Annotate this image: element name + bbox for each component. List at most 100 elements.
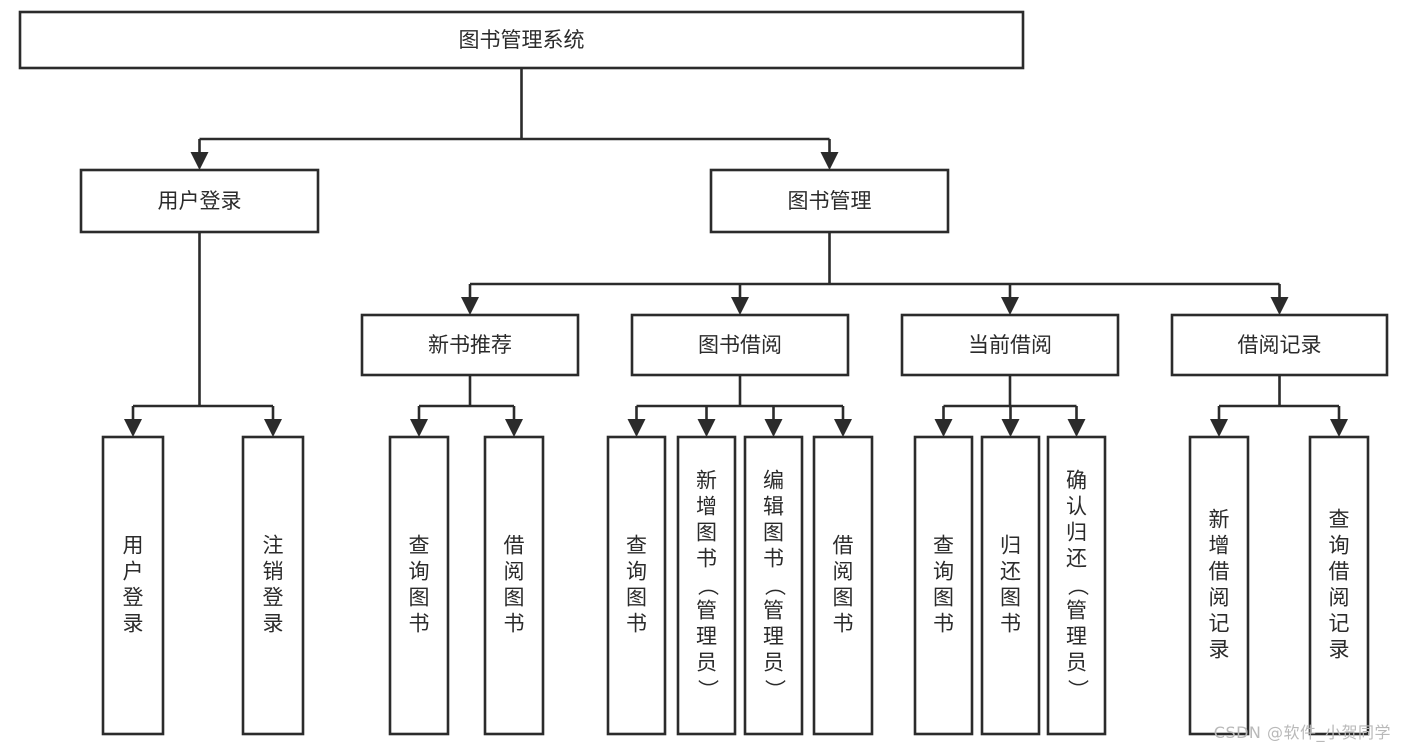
- node-label: 用户登录: [123, 534, 144, 636]
- node-rect: [360, 313, 580, 377]
- svg-text:员: 员: [696, 651, 717, 675]
- svg-text:书: 书: [626, 612, 647, 636]
- svg-text:记: 记: [1329, 612, 1350, 636]
- svg-text:图: 图: [1000, 586, 1021, 610]
- svg-text:阅: 阅: [1209, 586, 1230, 610]
- arrow-head-icon: [1330, 419, 1348, 437]
- svg-text:书: 书: [763, 547, 784, 571]
- edge-group-l2-book-borrow: [627, 375, 852, 437]
- node-rect: [1046, 435, 1107, 736]
- svg-text:（: （: [696, 575, 720, 596]
- node-rect: [1188, 435, 1250, 736]
- svg-text:书: 书: [504, 612, 525, 636]
- svg-text:图: 图: [696, 521, 717, 545]
- node-label: 图书管理: [788, 189, 872, 213]
- svg-text:还: 还: [1066, 547, 1087, 571]
- svg-text:管: 管: [1066, 599, 1087, 623]
- node-l2-borrow-record[interactable]: 借阅记录: [1170, 313, 1389, 377]
- svg-text:还: 还: [1000, 560, 1021, 584]
- arrow-head-icon: [834, 419, 852, 437]
- svg-text:询: 询: [933, 560, 954, 584]
- svg-text:阅: 阅: [833, 560, 854, 584]
- node-rect: [812, 435, 874, 736]
- svg-text:书: 书: [409, 612, 430, 636]
- node-rect: [606, 435, 667, 736]
- node-l2-new-book-rec[interactable]: 新书推荐: [360, 313, 580, 377]
- svg-text:书: 书: [833, 612, 854, 636]
- node-rect: [676, 435, 737, 736]
- edge-group-l1-book-manage: [461, 232, 1289, 315]
- arrow-head-icon: [627, 419, 646, 437]
- svg-text:（: （: [763, 575, 787, 596]
- svg-text:（: （: [1066, 575, 1090, 596]
- arrow-head-icon: [1067, 419, 1086, 437]
- svg-text:图: 图: [833, 586, 854, 610]
- svg-text:阅: 阅: [1329, 586, 1350, 610]
- node-rect: [1170, 313, 1389, 377]
- svg-text:借: 借: [504, 534, 525, 558]
- node-label: 借阅记录: [1238, 333, 1322, 357]
- svg-text:理: 理: [763, 625, 784, 649]
- svg-text:登: 登: [263, 586, 284, 610]
- node-l2-current-borrow[interactable]: 当前借阅: [900, 313, 1120, 377]
- nodes-layer: 图书管理系统用户登录图书管理新书推荐图书借阅当前借阅借阅记录用户登录注销登录查询…: [18, 10, 1389, 736]
- arrow-head-icon: [1001, 297, 1019, 315]
- node-rect: [1308, 435, 1370, 736]
- svg-text:增: 增: [696, 495, 717, 519]
- arrow-head-icon: [1270, 297, 1289, 315]
- node-label: 用户登录: [158, 189, 242, 213]
- edge-group-l2-borrow-record: [1210, 375, 1348, 437]
- arrow-head-icon: [697, 419, 716, 437]
- svg-text:查: 查: [1329, 508, 1350, 532]
- node-rect: [900, 313, 1120, 377]
- svg-text:管: 管: [763, 599, 784, 623]
- svg-text:认: 认: [1066, 495, 1087, 519]
- arrow-head-icon: [731, 297, 749, 315]
- svg-text:录: 录: [1329, 638, 1350, 662]
- node-leaf-user-login[interactable]: 用户登录: [101, 435, 165, 736]
- node-rect: [743, 435, 804, 736]
- svg-text:书: 书: [696, 547, 717, 571]
- svg-text:查: 查: [933, 534, 954, 558]
- svg-text:登: 登: [123, 586, 144, 610]
- svg-text:）: ）: [1066, 679, 1090, 700]
- node-rect: [388, 435, 450, 736]
- edge-group-l2-new-book-rec: [410, 375, 523, 437]
- node-root[interactable]: 图书管理系统: [18, 10, 1025, 70]
- node-l1-user-login[interactable]: 用户登录: [79, 168, 320, 234]
- node-l2-book-borrow[interactable]: 图书借阅: [630, 313, 850, 377]
- svg-text:记: 记: [1209, 612, 1230, 636]
- edge-group-l2-current-borrow: [934, 375, 1086, 437]
- svg-text:用: 用: [123, 534, 144, 558]
- svg-text:）: ）: [763, 679, 787, 700]
- edge-group-root: [190, 68, 839, 170]
- node-l1-book-manage[interactable]: 图书管理: [709, 168, 950, 234]
- node-label: 新书推荐: [428, 333, 512, 357]
- node-rect: [18, 10, 1025, 70]
- svg-text:图: 图: [763, 521, 784, 545]
- svg-text:录: 录: [263, 612, 284, 636]
- svg-text:归: 归: [1000, 534, 1021, 558]
- arrow-head-icon: [124, 419, 142, 437]
